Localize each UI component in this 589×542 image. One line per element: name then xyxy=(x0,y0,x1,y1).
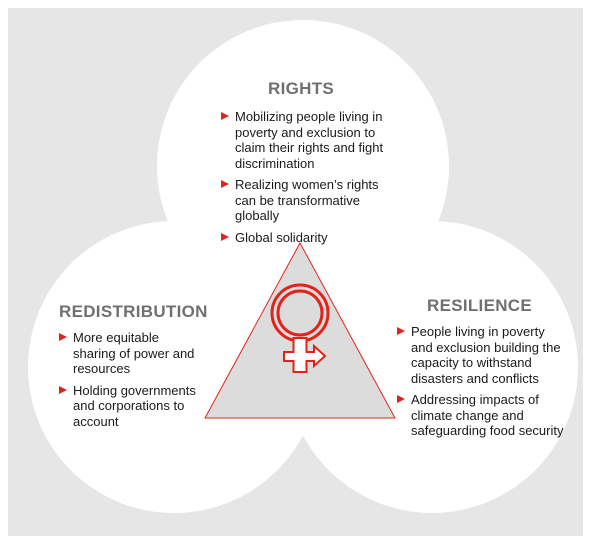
list-item: More equitable sharing of power and reso… xyxy=(59,330,204,377)
list-item: Global solidarity xyxy=(221,230,401,246)
resilience-item-text: People living in poverty and exclusion b… xyxy=(411,324,561,386)
resilience-heading: RESILIENCE xyxy=(427,296,533,315)
list-item: Addressing impacts of climate change and… xyxy=(397,392,569,439)
resilience-list: People living in poverty and exclusion b… xyxy=(397,324,569,445)
rights-item-text: Global solidarity xyxy=(235,229,328,245)
redistribution-item-text: Holding governments and corporations to … xyxy=(73,382,196,429)
female-symbol-icon xyxy=(270,283,330,373)
red-arrow-bullet-icon xyxy=(397,327,405,335)
rights-item-text: Realizing women’s rights can be transfor… xyxy=(235,177,379,223)
redistribution-item-text: More equitable sharing of power and reso… xyxy=(73,330,195,376)
rights-item-text: Mobilizing people living in poverty and … xyxy=(235,109,384,171)
resilience-item-text: Addressing impacts of climate change and… xyxy=(411,392,564,438)
red-arrow-bullet-icon xyxy=(221,112,229,120)
resilience-lobe xyxy=(286,221,578,513)
rights-heading: RIGHTS xyxy=(268,79,335,98)
red-arrow-bullet-icon xyxy=(221,180,229,188)
rights-list: Mobilizing people living in poverty and … xyxy=(221,109,401,251)
list-item: People living in poverty and exclusion b… xyxy=(397,324,569,386)
list-item: Mobilizing people living in poverty and … xyxy=(221,109,401,171)
redistribution-list: More equitable sharing of power and reso… xyxy=(59,330,204,435)
list-item: Holding governments and corporations to … xyxy=(59,383,204,430)
red-arrow-bullet-icon xyxy=(59,333,67,341)
redistribution-lobe xyxy=(28,221,320,513)
center-triangle xyxy=(204,241,396,419)
red-arrow-bullet-icon xyxy=(221,232,229,241)
red-arrow-bullet-icon xyxy=(397,395,405,403)
red-arrow-bullet-icon xyxy=(59,385,67,394)
list-item: Realizing women’s rights can be transfor… xyxy=(221,177,401,224)
redistribution-heading: REDISTRIBUTION xyxy=(59,302,208,321)
